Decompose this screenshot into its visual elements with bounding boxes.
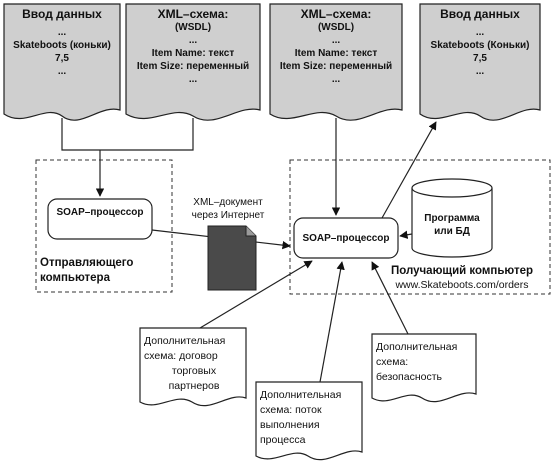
sender-soap-processor-box (47, 198, 153, 240)
arrow-receiver-to-input-right (381, 121, 437, 219)
note-security-document (371, 333, 477, 403)
input-left-line: 7,5 (55, 53, 69, 64)
xml-right-line: ... (331, 74, 341, 85)
xml-right-line: Item Size: переменный (279, 61, 393, 72)
note-partners-text: Дополнительная схема: договор торговых п… (144, 334, 244, 394)
sender-caption-line: Отправляющего (40, 257, 134, 269)
note-partners-line: торговых (171, 365, 217, 377)
connector-input-left (61, 118, 100, 151)
xml-document-caption: XML–документ через Интернет (178, 196, 278, 222)
xml-document-icon (207, 225, 257, 291)
receiver-caption-line: www.Skateboots.com/orders (395, 279, 529, 291)
input-right-line: ... (475, 66, 485, 77)
note-security-text: Дополнительная схема: безопасность (376, 340, 474, 385)
connector-xml-left (100, 118, 194, 151)
input-right-line: 7,5 (473, 53, 487, 64)
note-partners-line: Дополнительная (144, 335, 226, 347)
input-left-text: Ввод данных ... Skateboots (коньки) 7,5 … (4, 8, 120, 78)
arrow-db-to-receiver (399, 230, 413, 239)
input-right-line: Skateboots (Коньки) (430, 40, 530, 51)
input-right-text: Ввод данных ... Skateboots (Коньки) 7,5 … (420, 8, 540, 78)
arrow-note-process (319, 261, 345, 383)
note-process-line: схема: поток (260, 404, 322, 416)
input-left-line: ... (57, 27, 67, 38)
receiver-caption: Получающий компьютер www.Skateboots.com/… (376, 264, 548, 292)
xml-left-title: XML–схема: (157, 7, 229, 21)
xml-right-title: XML–схема: (300, 7, 372, 21)
input-right-title: Ввод данных (440, 7, 520, 21)
sender-caption: Отправляющего компьютера (40, 256, 168, 286)
database-cylinder (411, 188, 493, 258)
note-security-line: схема: (376, 356, 409, 368)
note-partners-line: партнеров (168, 380, 220, 392)
xml-left-line: Item Size: переменный (136, 61, 250, 72)
input-left-document (3, 3, 121, 121)
xml-right-line: (WSDL) (317, 22, 355, 33)
database-cylinder-top (411, 178, 493, 198)
note-process-line: Дополнительная (260, 389, 342, 401)
note-security-line: безопасность (376, 371, 442, 383)
arrow-note-security (371, 261, 409, 335)
database-label-line: или БД (434, 226, 470, 237)
note-security-line: Дополнительная (376, 341, 458, 353)
input-left-line: ... (57, 66, 67, 77)
note-process-text: Дополнительная схема: поток выполнения п… (260, 388, 360, 448)
xml-left-line: (WSDL) (174, 22, 212, 33)
arrow-note-partners (199, 260, 313, 329)
xml-left-document (125, 3, 261, 121)
sender-computer-region (35, 159, 173, 293)
note-process-line: выполнения (260, 419, 320, 431)
note-process-document (255, 381, 363, 461)
receiver-caption-line: Получающий компьютер (390, 265, 534, 277)
input-left-line: Skateboots (коньки) (13, 40, 111, 51)
xml-right-line: ... (331, 35, 341, 46)
sender-caption-line: компьютера (40, 272, 110, 284)
receiver-computer-region (289, 159, 551, 295)
note-partners-document (139, 327, 247, 407)
xml-document-caption-line: XML–документ (193, 197, 263, 208)
receiver-processor-label: SOAP–процессор (302, 233, 390, 244)
database-label: Программа или БД (412, 212, 492, 238)
sender-processor-label: SOAP–процессор (56, 207, 144, 218)
note-partners-line: схема: договор (144, 350, 218, 362)
note-process-line: процесса (260, 434, 306, 446)
xml-right-document (269, 3, 403, 121)
input-right-document (419, 3, 541, 121)
xml-left-line: ... (188, 74, 198, 85)
database-label-line: Программа (424, 213, 480, 224)
xml-document-caption-line: через Интернет (191, 210, 265, 221)
xml-left-line: ... (188, 35, 198, 46)
input-left-title: Ввод данных (22, 7, 102, 21)
input-right-line: ... (475, 27, 485, 38)
xml-document-fold (245, 226, 256, 237)
xml-right-text: XML–схема: (WSDL) ... Item Name: текст I… (270, 8, 402, 86)
receiver-soap-processor-box (293, 217, 399, 259)
xml-left-text: XML–схема: (WSDL) ... Item Name: текст I… (126, 8, 260, 86)
xml-left-line: Item Name: текст (151, 48, 235, 59)
xml-right-line: Item Name: текст (294, 48, 378, 59)
